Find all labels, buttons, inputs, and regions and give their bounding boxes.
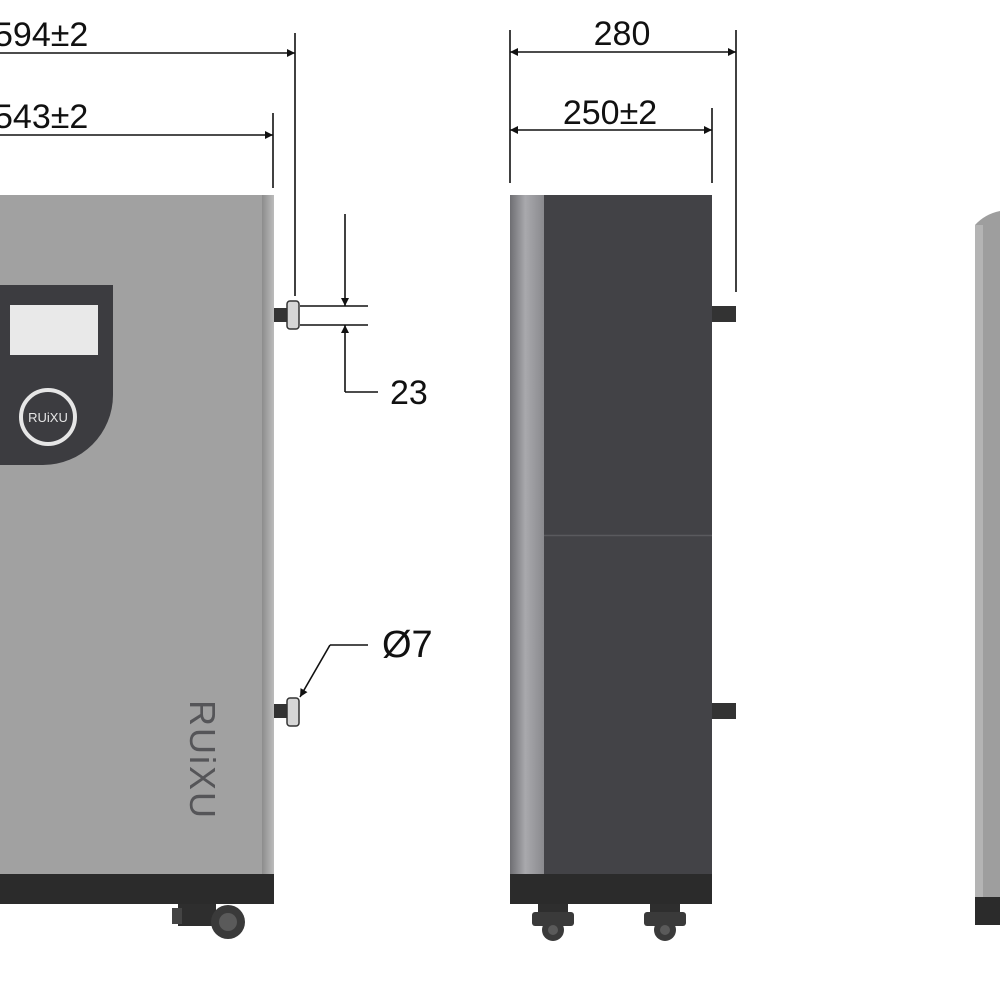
- front-caster: [172, 904, 245, 939]
- side-panel-upper: [544, 195, 712, 535]
- dim-280: 280: [594, 15, 651, 53]
- power-button: [19, 388, 77, 446]
- dim-594: 594±2: [0, 16, 88, 54]
- side-dimensions: [509, 30, 737, 292]
- front-body-edge: [262, 195, 274, 877]
- side-caster-left: [532, 904, 574, 941]
- terminal-upper: [274, 300, 300, 330]
- right-view-base: [975, 897, 1000, 925]
- front-view: RUiXU RUiXU: [0, 195, 300, 939]
- side-panel-lower: [544, 536, 712, 877]
- right-view: [975, 211, 1000, 925]
- side-terminal-lower: [712, 703, 736, 719]
- front-base: [0, 874, 274, 904]
- dim-23: 23: [390, 374, 428, 412]
- side-base: [510, 874, 712, 904]
- front-dimensions: [0, 33, 378, 698]
- side-edge: [510, 195, 544, 877]
- dim-543: 543±2: [0, 98, 88, 136]
- side-caster-right: [644, 904, 686, 941]
- dim-250: 250±2: [563, 94, 657, 132]
- display-screen: [10, 305, 98, 355]
- side-view: [510, 195, 736, 941]
- right-view-edge: [975, 225, 983, 900]
- side-terminal-upper: [712, 306, 736, 322]
- dim-diameter-7: Ø7: [382, 624, 433, 666]
- terminal-lower: [274, 697, 300, 727]
- vertical-logo: RUiXU: [182, 700, 223, 820]
- panel-logo: RUiXU: [28, 410, 68, 425]
